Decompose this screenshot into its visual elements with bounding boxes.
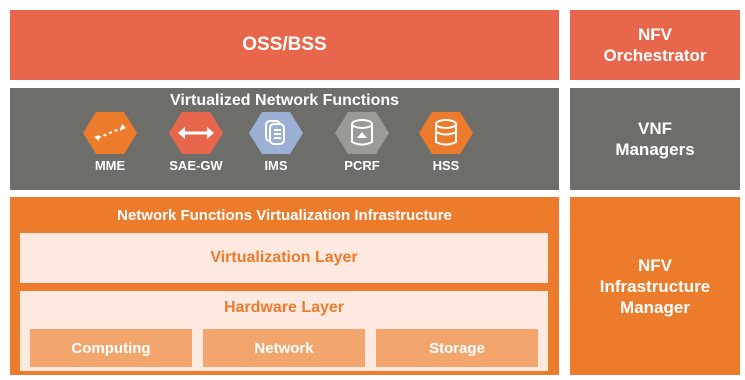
- nfv-orchestrator-line1: NFV: [637, 25, 672, 44]
- nfv-orchestrator-line2: Orchestrator: [603, 46, 707, 65]
- vnf-block-title: Virtualized Network Functions: [169, 92, 400, 109]
- vnf-managers-line2: Managers: [615, 140, 695, 159]
- nfvi-block-title: Network Functions Virtualization Infrast…: [117, 207, 452, 224]
- storage-resource: Storage: [376, 329, 538, 367]
- vnf-sae-gw: SAE-GW: [164, 110, 228, 173]
- nfvi-block: Network Functions Virtualization Infrast…: [10, 197, 559, 375]
- vnf-ims-label: IMS: [264, 158, 288, 173]
- oss-bss-label: OSS/BSS: [242, 34, 327, 55]
- vnf-hss: HSS: [414, 110, 478, 173]
- database-icon: [419, 112, 473, 154]
- database-drive-icon: [335, 112, 389, 154]
- virtualization-layer: Virtualization Layer: [20, 233, 548, 283]
- vnf-managers-block: VNF Managers: [570, 88, 740, 190]
- nfv-im-line2: Infrastructure: [599, 276, 711, 296]
- storage-label: Storage: [429, 339, 485, 357]
- network-label: Network: [254, 339, 314, 357]
- hardware-layer: Hardware Layer Computing Network Storage: [20, 291, 548, 371]
- dashed-arrows-icon: [83, 112, 137, 154]
- vnf-mme-label: MME: [94, 158, 126, 173]
- vnf-block: Virtualized Network Functions MME SAE-GW…: [10, 88, 559, 190]
- virtualization-layer-label: Virtualization Layer: [210, 249, 358, 266]
- double-arrow-icon: [169, 112, 223, 154]
- vnf-managers-line1: VNF: [638, 119, 672, 138]
- vnf-ims: IMS: [244, 110, 308, 173]
- vnf-hss-label: HSS: [432, 158, 460, 173]
- computing-resource: Computing: [30, 329, 192, 367]
- hardware-layer-title: Hardware Layer: [223, 299, 345, 316]
- vnf-pcrf: PCRF: [330, 110, 394, 173]
- stacked-pages-icon: [249, 112, 303, 154]
- vnf-mme: MME: [78, 110, 142, 173]
- nfv-im-line1: NFV: [638, 255, 672, 275]
- oss-bss-block: OSS/BSS: [10, 10, 559, 80]
- nfv-im-line3: Manager: [620, 297, 690, 317]
- nfv-infrastructure-manager-block: NFV Infrastructure Manager: [570, 197, 740, 375]
- vnf-sae-gw-label: SAE-GW: [169, 158, 223, 173]
- computing-label: Computing: [71, 339, 151, 357]
- nfv-orchestrator-block: NFV Orchestrator: [570, 10, 740, 80]
- network-resource: Network: [203, 329, 365, 367]
- vnf-pcrf-label: PCRF: [344, 158, 380, 173]
